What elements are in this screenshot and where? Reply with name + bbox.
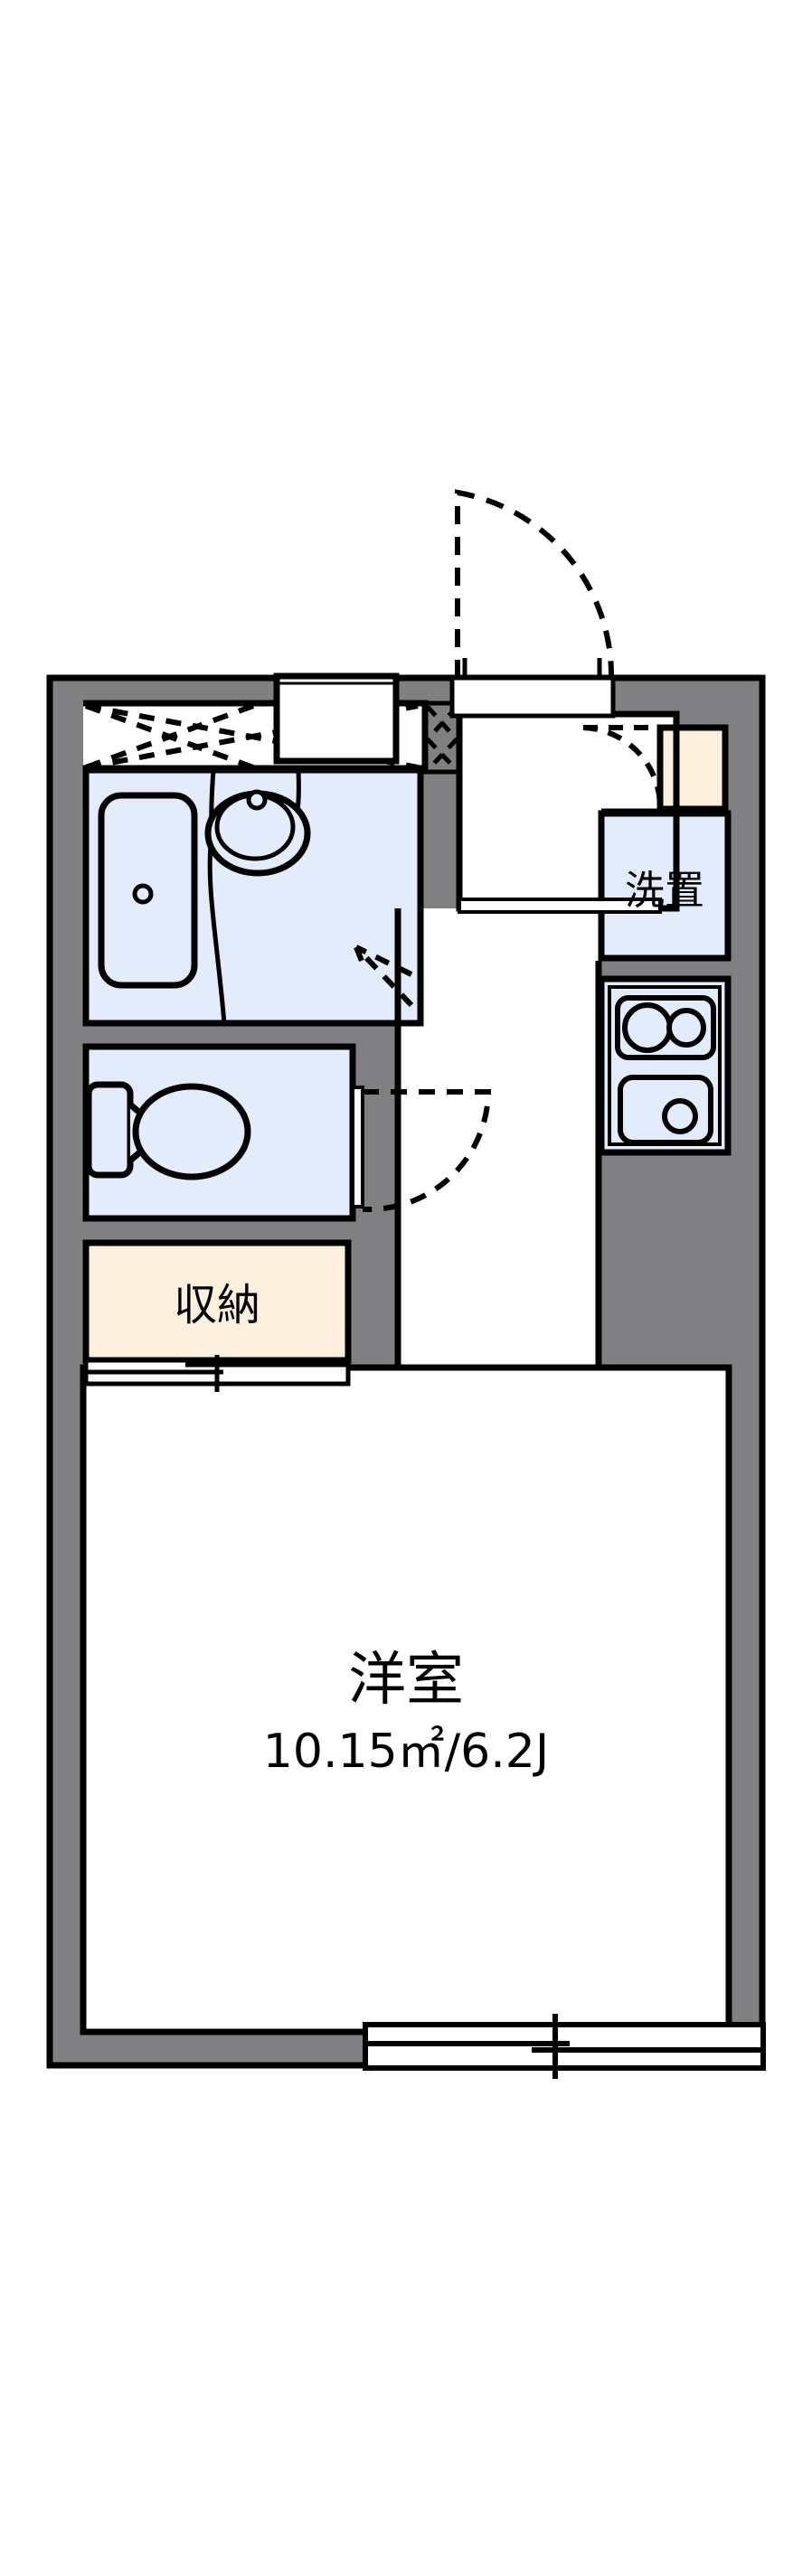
laundry-label: 洗置 [625, 868, 704, 914]
bathtub-drain-icon [132, 883, 154, 905]
toilet-icon [85, 1081, 251, 1180]
room-washitsu-fill [83, 1368, 729, 2032]
closet-sliding-door-icon[interactable] [83, 1355, 351, 1392]
room-washitsu-label: 洋室 [348, 1647, 464, 1714]
balcony-window-icon[interactable] [363, 2014, 766, 2079]
laundry-trim [601, 808, 728, 961]
kitchen-icon [598, 975, 732, 1156]
washbasin-icon [204, 769, 311, 1024]
overhead-storage-side-box [422, 700, 462, 775]
bath-door-icon[interactable] [353, 945, 414, 1008]
bath-window-icon [273, 672, 400, 765]
entrance-door-icon[interactable] [449, 489, 616, 719]
stove-burner-small-icon [666, 1008, 706, 1048]
toilet-bowl-icon [132, 1083, 251, 1180]
storage-fill [86, 1243, 348, 1360]
washbasin-drain-icon [246, 789, 268, 811]
toilet-door-icon[interactable] [351, 1086, 492, 1212]
wall-ticks [462, 658, 602, 680]
hallway-fill [398, 908, 599, 1369]
toilet-tank-icon [85, 1081, 134, 1179]
room-washitsu-area-label: 10.15㎡/6.2J [263, 1725, 549, 1779]
laundry-fill [601, 813, 728, 958]
bathtub-icon [98, 792, 198, 989]
kitchen-sink-drain-icon [662, 1098, 698, 1134]
storage-label: 収納 [174, 1280, 260, 1330]
genkan-inner-door-icon[interactable] [458, 725, 663, 914]
shoe-box-fill [660, 728, 725, 809]
stove-burner-large-icon [622, 1002, 673, 1053]
